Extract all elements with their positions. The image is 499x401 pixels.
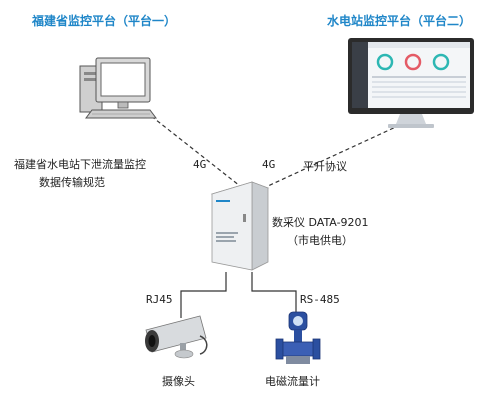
link-platform1-device [145,111,241,187]
link-4g-right-label: 4G [262,158,276,171]
camera-icon [145,315,208,359]
monitor-dashboard-icon [348,38,474,128]
protocol-label: 平升协议 [303,160,347,173]
rj45-label: RJ45 [146,293,173,306]
spec-label-line2: 数据传输规范 [39,176,105,189]
device-power-label: （市电供电） [287,234,353,247]
desktop-pc-icon [79,57,157,119]
platform1-title: 福建省监控平台（平台一） [32,14,177,28]
link-rs485 [251,272,297,312]
flowmeter-label: 电磁流量计 [265,375,320,388]
platform2-title: 水电站监控平台（平台二） [327,14,472,28]
device-name-label: 数采仪 DATA-9201 [272,216,369,229]
link-4g-left-label: 4G [193,158,207,171]
flowmeter-icon [275,311,321,364]
link-rj45 [180,272,227,318]
data-logger-cabinet-icon [210,181,270,271]
link-platform2-device [267,124,401,187]
spec-label-line1: 福建省水电站下泄流量监控 [14,158,146,171]
rs485-label: RS-485 [300,293,340,306]
camera-label: 摄像头 [162,375,195,388]
